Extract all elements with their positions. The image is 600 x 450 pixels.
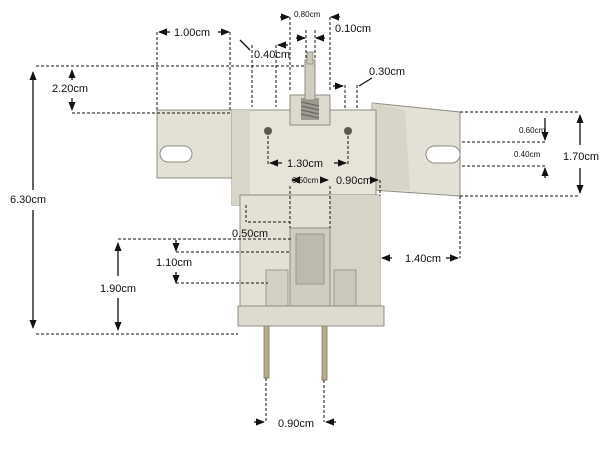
left-hole [264, 127, 272, 135]
right-tab-bevel [372, 103, 410, 190]
right-tab-height-label: 1.70cm [563, 151, 599, 163]
plunger-tip [306, 51, 314, 65]
inner-width-label: 0.50cm [232, 228, 268, 240]
left-slot-label: 0.40cm [254, 49, 290, 61]
dimension-lines [29, 13, 584, 426]
spring-coils [300, 101, 320, 119]
lower-height-label: 1.90cm [100, 283, 136, 295]
slot-upper-label: 0.60cm [519, 126, 546, 135]
window-latch [295, 233, 325, 285]
window-width-label: 0.50cm [292, 176, 319, 185]
window-height-label: 1.10cm [156, 257, 192, 269]
right-pocket [333, 269, 357, 309]
left-slot [159, 145, 193, 163]
plunger-width-label: 0.10cm [335, 23, 371, 35]
flange-width-label: 1.40cm [405, 253, 441, 265]
upper-body [231, 109, 377, 206]
left-pin [263, 319, 270, 379]
hole-spacing-label: 1.30cm [287, 158, 323, 170]
overall-height-label: 6.30cm [10, 194, 46, 206]
switch-component [156, 51, 461, 381]
left-pocket [265, 269, 289, 309]
upper-body-shade [232, 110, 250, 205]
dimension-labels: 6.30cm 2.20cm 1.90cm 1.10cm 1.00cm 0.80c… [10, 10, 599, 430]
top-offset-label: 2.20cm [52, 83, 88, 95]
right-pin [321, 319, 328, 381]
right-offset-label: 0.30cm [369, 66, 405, 78]
pin-spacing-label: 0.90cm [278, 418, 314, 430]
left-width-label: 1.00cm [174, 27, 210, 39]
left-mounting-tab [156, 109, 241, 179]
top-center-width-label: 0.80cm [294, 10, 321, 19]
plunger-rod [304, 59, 316, 101]
slot-lower-label: 0.40cm [514, 150, 541, 159]
right-width-label: 0.90cm [336, 175, 372, 187]
right-hole [344, 127, 352, 135]
base-foot [237, 305, 385, 327]
right-slot [425, 145, 461, 164]
